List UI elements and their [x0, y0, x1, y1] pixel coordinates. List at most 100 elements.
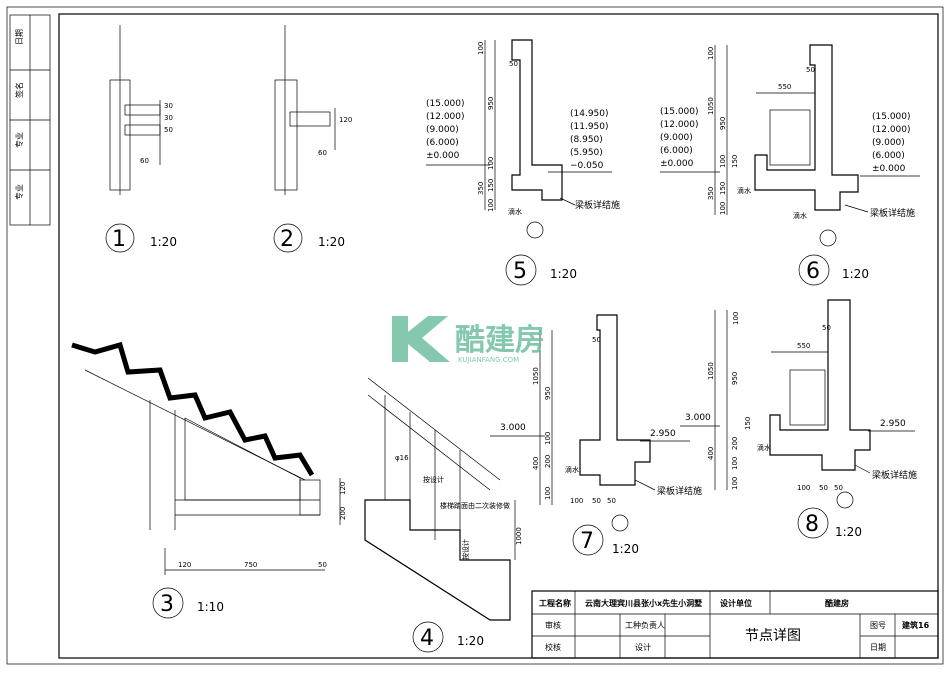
d7-number-circle — [572, 524, 604, 556]
d8-axis-marker — [836, 491, 854, 509]
d7-dim-8: 100 — [544, 487, 552, 500]
d8-number-circle — [797, 507, 829, 539]
d6-level-left-4: (6.000) — [660, 146, 693, 156]
d6-scale: 1:20 — [842, 267, 869, 281]
d8-level-right: 2.950 — [880, 419, 906, 429]
d1-number: 1 — [112, 227, 126, 252]
d3-dim-5: 120 — [339, 482, 347, 495]
d8-dim-13: 50 — [834, 484, 843, 492]
detail-6: 100 1050 50 550 950 100 150 350 150 100 … — [660, 44, 920, 286]
d6-dim-1: 100 — [707, 47, 715, 60]
d6-dim-6: 100 — [719, 155, 727, 168]
d6-dim-5: 950 — [719, 117, 727, 130]
d5-level-right-2: (11.950) — [570, 122, 609, 132]
d8-beam-note: 梁板详结施 — [872, 469, 917, 481]
d5-level-left-4: (6.000) — [426, 138, 459, 148]
d8-dim-11: 100 — [797, 484, 810, 492]
tb-lead-label: 工种负责人 — [625, 620, 665, 630]
d6-level-left-1: (15.000) — [660, 107, 699, 117]
d8-dim-6: 150 — [744, 417, 752, 430]
d6-dim-10: 100 — [719, 202, 727, 215]
d3-roof-tiles — [71, 341, 315, 477]
tb-project-value: 云南大理宾川县张小x先生小洞墅 — [585, 598, 702, 608]
tb-check-label: 校核 — [545, 642, 561, 652]
tb-drawing-no-value: 建筑16 — [901, 620, 930, 630]
d6-level-right-5: ±0.000 — [872, 164, 906, 174]
d7-drip: 滴水 — [565, 465, 579, 474]
d1-dim-4: 60 — [140, 157, 149, 165]
d6-level-right-4: (6.000) — [872, 151, 905, 161]
detail-3: 120 200 120 750 50 3 1:10 — [71, 341, 347, 619]
d6-level-right-2: (12.000) — [872, 125, 911, 135]
watermark-brand: 酷建房 — [455, 323, 545, 358]
d7-level-right: 2.950 — [650, 429, 676, 439]
d6-drip-2: 滴水 — [793, 211, 807, 220]
d8-dim-7: 200 — [731, 437, 739, 450]
d4-note-2: 楼梯踏面由二次装修做 — [440, 501, 510, 510]
d4-number-circle — [412, 621, 444, 653]
d7-dim-9: 100 — [570, 497, 583, 505]
outer-border — [6, 6, 944, 665]
d5-scale: 1:20 — [550, 267, 577, 281]
d8-dim-4: 1050 — [707, 362, 715, 380]
d5-level-left-5: ±0.000 — [426, 151, 460, 161]
d3-number: 3 — [160, 592, 174, 617]
d8-scale: 1:20 — [835, 525, 862, 539]
d6-dim-3: 50 — [806, 66, 815, 74]
d7-dim-10: 50 — [592, 497, 601, 505]
tb-date-label: 日期 — [870, 643, 886, 652]
d5-level-left-2: (12.000) — [426, 112, 465, 122]
strip-label-2: 签名 — [14, 82, 24, 98]
d5-number-circle — [505, 254, 537, 286]
d6-level-right-1: (15.000) — [872, 112, 911, 122]
d3-dim-2: 750 — [244, 561, 257, 569]
d7-dim-6: 400 — [532, 457, 540, 470]
d7-dim-2: 50 — [592, 336, 601, 344]
d7-number: 7 — [580, 529, 594, 554]
d7-scale: 1:20 — [612, 542, 639, 556]
d8-dim-8: 400 — [707, 447, 715, 460]
d2-number: 2 — [280, 227, 294, 252]
watermark-url: KUJIANFANG.COM — [458, 356, 519, 364]
d4-number: 4 — [420, 626, 434, 651]
d8-dim-3: 550 — [797, 342, 810, 350]
detail-5: 100 50 950 100 350 150 100 (15.000) (12.… — [426, 39, 620, 286]
d5-beam-note: 梁板详结施 — [575, 199, 620, 211]
d5-level-right-1: (14.950) — [570, 109, 609, 119]
d5-level-right-3: (8.950) — [570, 135, 603, 145]
d8-dim-1: 100 — [732, 312, 740, 325]
d2-dim-2: 60 — [318, 149, 327, 157]
d5-dim-5: 350 — [477, 182, 485, 195]
tb-project-label: 工程名称 — [539, 598, 571, 608]
d6-dim-2: 1050 — [707, 97, 715, 115]
d4-note-1: 按设计 — [423, 475, 444, 484]
d5-dim-4: 100 — [487, 157, 495, 170]
d8-dim-2: 50 — [822, 324, 831, 332]
d5-dim-7: 100 — [487, 199, 495, 212]
d3-scale: 1:10 — [197, 600, 224, 614]
d2-number-circle — [273, 223, 303, 253]
d1-dim-3: 50 — [164, 126, 173, 134]
tb-design-label: 设计 — [635, 642, 651, 652]
tb-design-unit-value: 酷建房 — [825, 598, 849, 608]
d3-number-circle — [152, 587, 184, 619]
left-strip: 日期 签名 专业 专业 — [9, 14, 51, 226]
tb-drawing-no-label: 图号 — [870, 621, 886, 630]
d5-level-right-5: −0.050 — [570, 161, 604, 171]
d6-dim-4: 550 — [778, 83, 791, 91]
tb-design-unit-label: 设计单位 — [720, 598, 752, 608]
d6-dim-9: 150 — [719, 182, 727, 195]
d6-level-left-5: ±0.000 — [660, 159, 694, 169]
d8-number: 8 — [805, 512, 819, 537]
d7-dim-7: 200 — [544, 455, 552, 468]
d6-beam-note: 梁板详结施 — [870, 207, 915, 219]
strip-label-3: 专业 — [14, 132, 24, 148]
d8-dim-5: 950 — [731, 372, 739, 385]
detail-7: 50 1050 950 100 400 200 100 3.000 2.950 … — [490, 314, 702, 556]
d1-scale: 1:20 — [150, 235, 177, 249]
d5-number: 5 — [513, 259, 527, 284]
d6-axis-marker — [819, 229, 837, 247]
d2-dim-1: 120 — [339, 116, 352, 124]
d4-scale: 1:20 — [457, 634, 484, 648]
